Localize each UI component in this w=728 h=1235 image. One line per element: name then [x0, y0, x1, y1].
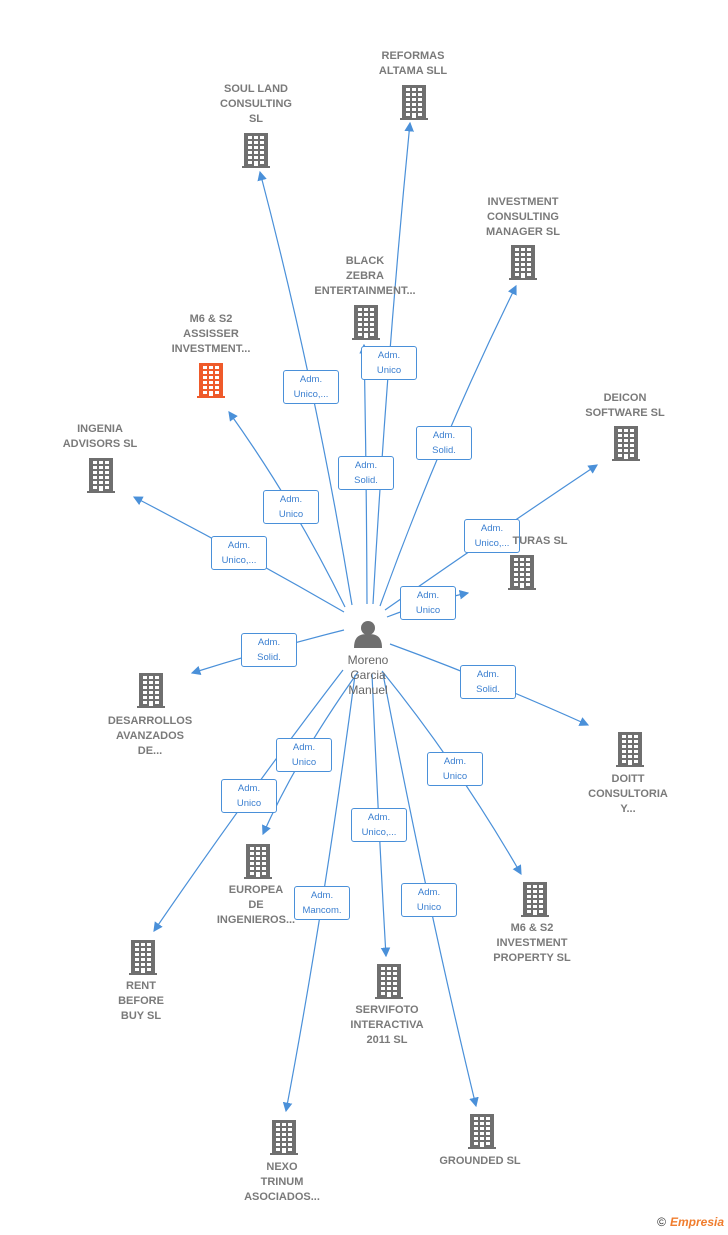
person-icon[interactable] — [354, 621, 382, 648]
building-icon-nexo[interactable] — [270, 1120, 298, 1155]
relation-label-europea[interactable]: Adm. Unico — [276, 738, 332, 772]
copyright-symbol: © — [657, 1215, 666, 1229]
building-icon-ingenia[interactable] — [87, 458, 115, 493]
building-icon-grounded[interactable] — [468, 1114, 496, 1149]
relation-label-desarrollos[interactable]: Adm. Solid. — [241, 633, 297, 667]
building-icon-rent-before[interactable] — [129, 940, 157, 975]
company-label-grounded[interactable]: GROUNDED SL — [439, 1155, 521, 1167]
building-icon-deicon[interactable] — [612, 426, 640, 461]
building-icon-m6-assisser[interactable] — [197, 363, 225, 398]
company-label-nexo[interactable]: NEXO TRINUM ASOCIADOS... — [244, 1161, 320, 1203]
relation-label-black-zebra[interactable]: Adm. Solid. — [338, 456, 394, 490]
relation-label-grounded[interactable]: Adm. Unico — [401, 883, 457, 917]
relation-label-reformas[interactable]: Adm. Unico — [361, 346, 417, 380]
relation-label-soul-land[interactable]: Adm. Unico,... — [283, 370, 339, 404]
building-icon-m6-property[interactable] — [521, 882, 549, 917]
company-label-investment-consulting[interactable]: INVESTMENT CONSULTING MANAGER SL — [486, 196, 560, 238]
company-label-ingenia[interactable]: INGENIA ADVISORS SL — [62, 423, 138, 450]
company-label-europea[interactable]: EUROPEA DE INGENIEROS... — [216, 884, 296, 926]
building-icon-turas[interactable] — [508, 555, 536, 590]
building-icon-black-zebra[interactable] — [352, 305, 380, 340]
building-icon-soul-land[interactable] — [242, 133, 270, 168]
building-icon-servifoto[interactable] — [375, 964, 403, 999]
relation-label-nexo[interactable]: Adm. Mancom. — [294, 886, 350, 920]
building-icon-doitt[interactable] — [616, 732, 644, 767]
company-label-black-zebra[interactable]: BLACK ZEBRA ENTERTAINMENT... — [314, 255, 416, 297]
building-icon-reformas[interactable] — [400, 85, 428, 120]
company-label-soul-land[interactable]: SOUL LAND CONSULTING SL — [220, 83, 292, 125]
relation-label-servifoto[interactable]: Adm. Unico,... — [351, 808, 407, 842]
brand-logo: Empresia — [669, 1215, 724, 1229]
relation-label-rent-before[interactable]: Adm. Unico — [221, 779, 277, 813]
company-label-desarrollos[interactable]: DESARROLLOS AVANZADOS DE... — [107, 715, 193, 757]
company-label-m6-assisser[interactable]: M6 & S2 ASSISSER INVESTMENT... — [171, 313, 251, 355]
relation-label-m6-assisser[interactable]: Adm. Unico — [263, 490, 319, 524]
company-label-turas[interactable]: TURAS SL — [512, 535, 568, 547]
company-label-doitt[interactable]: DOITT CONSULTORIA Y... — [588, 773, 668, 815]
building-icon-europea[interactable] — [244, 844, 272, 879]
company-label-rent-before[interactable]: RENT BEFORE BUY SL — [118, 980, 164, 1022]
company-label-deicon[interactable]: DEICON SOFTWARE SL — [585, 392, 665, 419]
relation-label-doitt[interactable]: Adm. Solid. — [460, 665, 516, 699]
relation-label-investment-consulting[interactable]: Adm. Solid. — [416, 426, 472, 460]
relation-label-ingenia[interactable]: Adm. Unico,... — [211, 536, 267, 570]
company-label-m6-property[interactable]: M6 & S2 INVESTMENT PROPERTY SL — [493, 922, 571, 964]
relation-label-turas[interactable]: Adm. Unico — [400, 586, 456, 620]
company-label-servifoto[interactable]: SERVIFOTO INTERACTIVA 2011 SL — [350, 1004, 424, 1046]
building-icon-investment-consulting[interactable] — [509, 245, 537, 280]
relation-label-deicon[interactable]: Adm. Unico,... — [464, 519, 520, 553]
relation-label-m6-property[interactable]: Adm. Unico — [427, 752, 483, 786]
company-label-reformas[interactable]: REFORMAS ALTAMA SLL — [378, 50, 448, 77]
footer-brand: ©Empresia — [657, 1215, 724, 1229]
person-name[interactable]: Moreno Garcia Manuel — [347, 653, 389, 697]
building-icon-desarrollos[interactable] — [137, 673, 165, 708]
